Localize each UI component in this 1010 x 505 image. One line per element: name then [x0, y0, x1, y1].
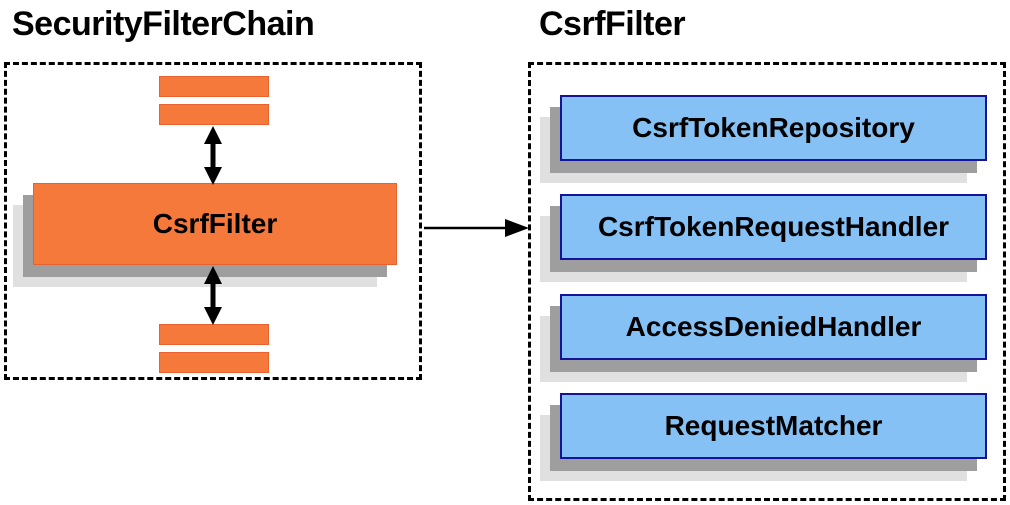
component-label: CsrfTokenRequestHandler: [597, 211, 950, 242]
csrf-filter-title: CsrfFilter: [539, 5, 686, 43]
csrf-filter-box: CsrfFilter: [33, 183, 397, 265]
link-arrow-icon: [424, 219, 529, 237]
csrf-filter-container: [528, 62, 1006, 501]
security-filter-chain-title: SecurityFilterChain: [12, 5, 315, 43]
filter-placeholder-bar: [159, 352, 269, 373]
csrf-filter-box-label: CsrfFilter: [152, 208, 278, 239]
request-matcher-box: RequestMatcher: [560, 393, 987, 459]
component-label: RequestMatcher: [664, 410, 883, 441]
component-label: CsrfTokenRepository: [632, 112, 915, 143]
filter-placeholder-bar: [159, 324, 269, 345]
security-filter-chain-container: [4, 62, 422, 380]
access-denied-handler-box: AccessDeniedHandler: [560, 294, 987, 360]
component-label: AccessDeniedHandler: [625, 311, 922, 342]
csrf-token-repository-box: CsrfTokenRepository: [560, 95, 987, 161]
filter-placeholder-bar: [159, 104, 269, 125]
filter-placeholder-bar: [159, 76, 269, 97]
csrf-token-request-handler-box: CsrfTokenRequestHandler: [560, 194, 987, 260]
